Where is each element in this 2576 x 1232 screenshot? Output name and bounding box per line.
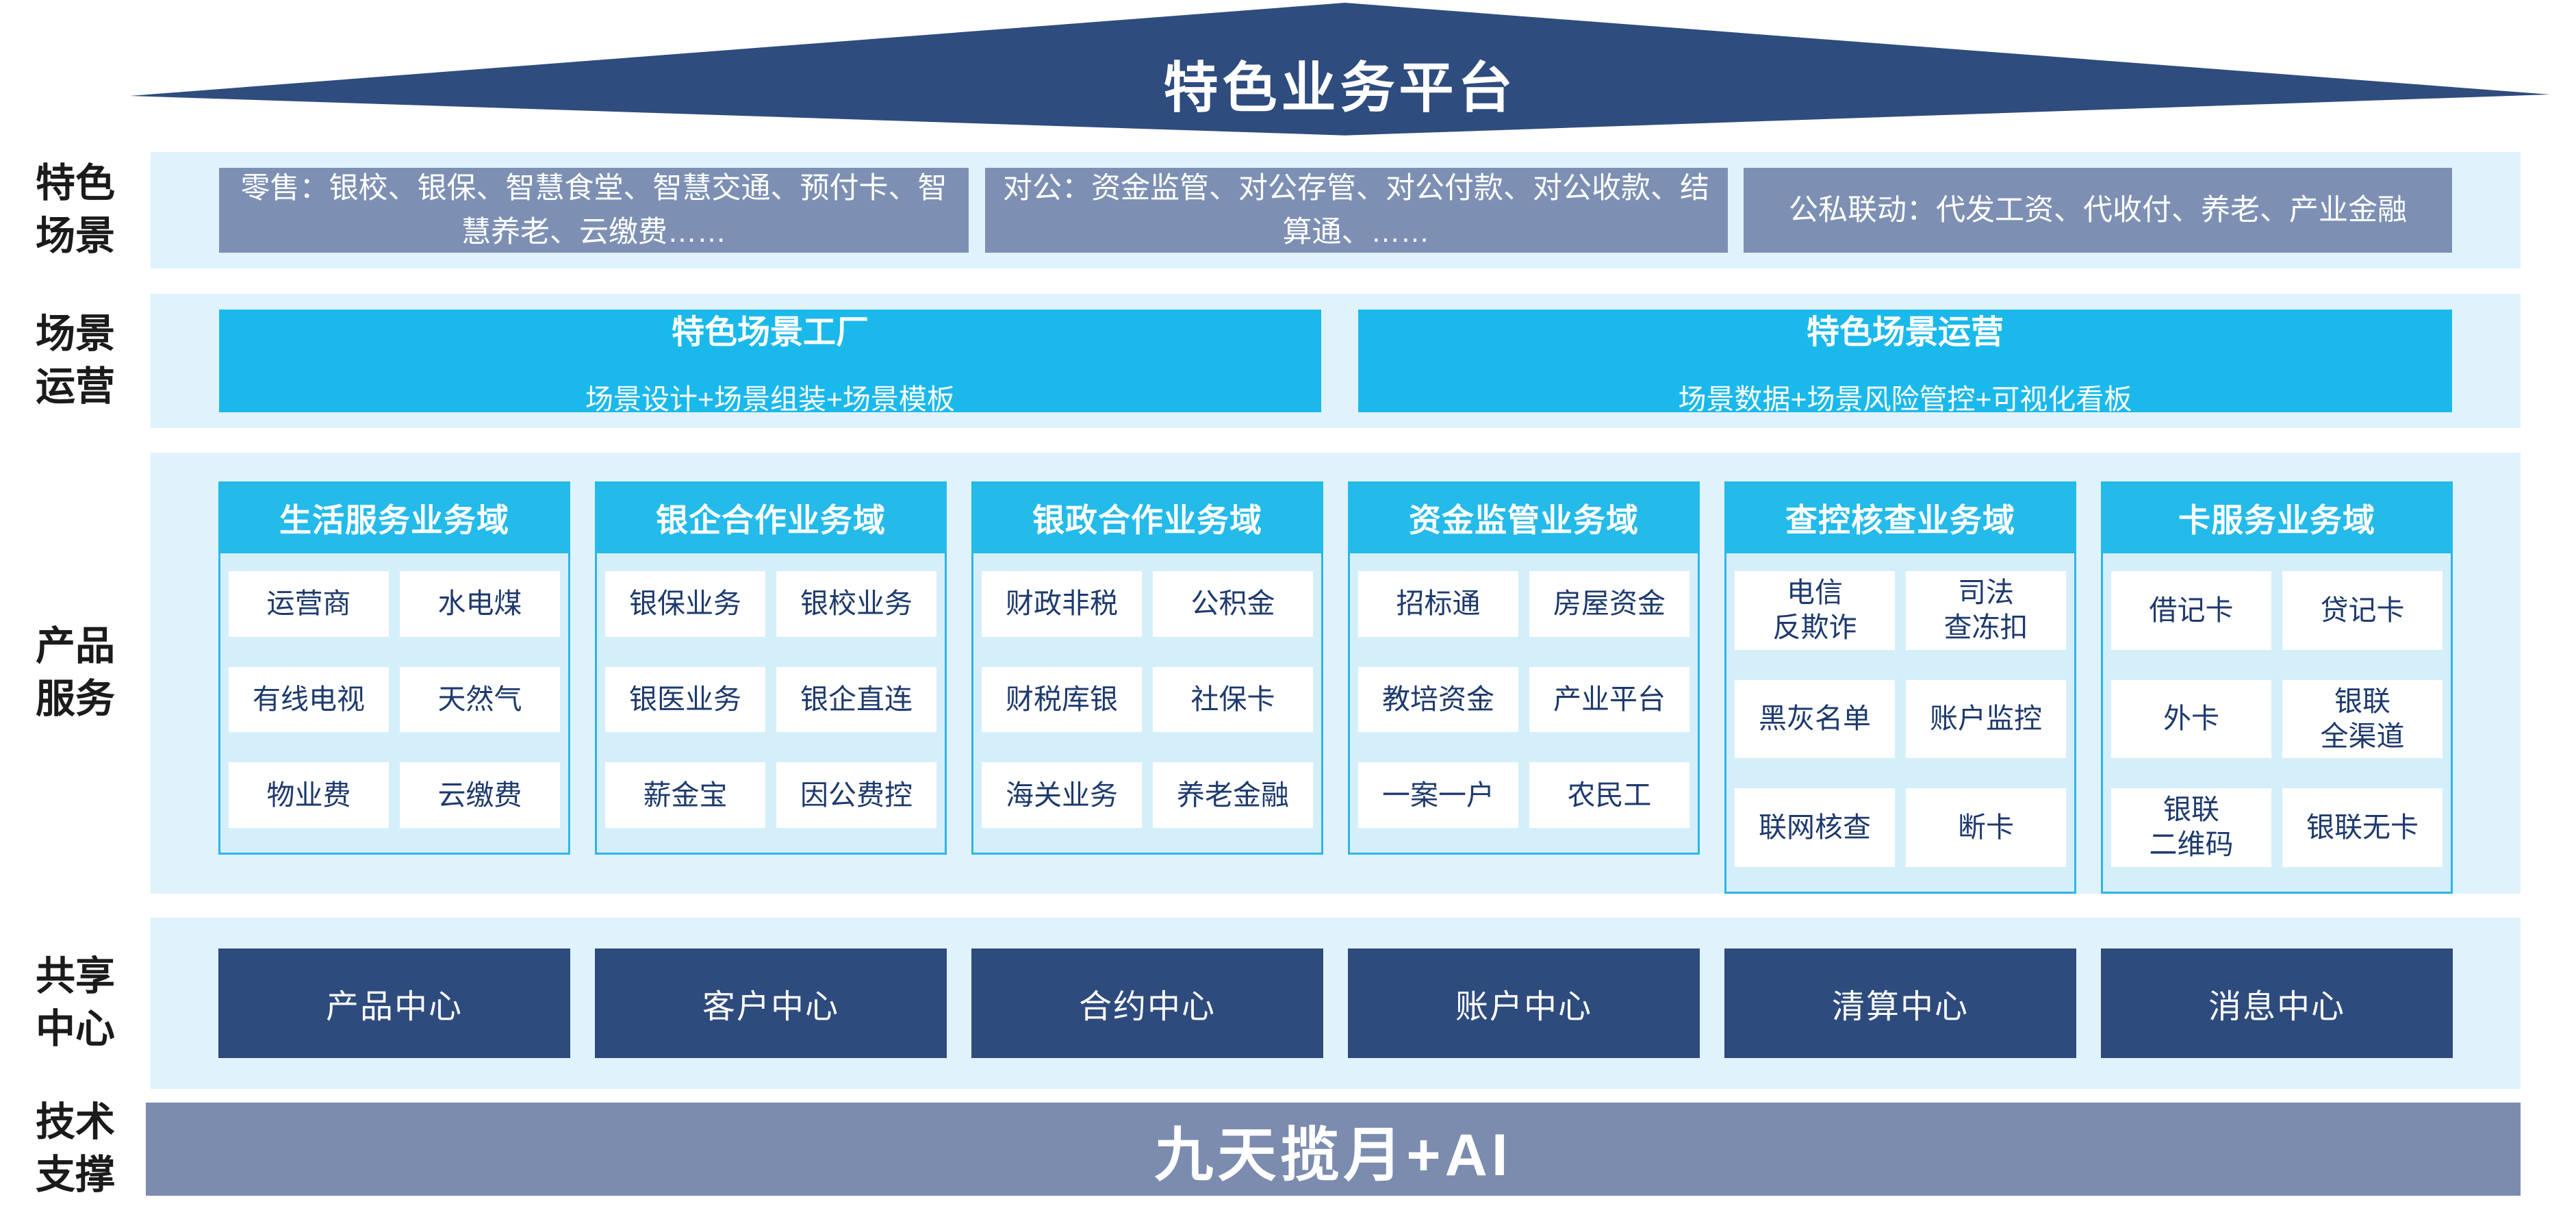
center-box-message: 消息中心 bbox=[2101, 948, 2453, 1058]
domain-cell: 财政非税 bbox=[982, 571, 1142, 637]
center-box-contract: 合约中心 bbox=[971, 948, 1323, 1058]
domain-cell: 银联 全渠道 bbox=[2282, 679, 2443, 758]
domain-cell: 司法 查冻扣 bbox=[1906, 571, 2066, 650]
domain-cell: 海关业务 bbox=[982, 762, 1142, 828]
domain-cell: 招标通 bbox=[1358, 571, 1518, 637]
domain-cell: 借记卡 bbox=[2111, 571, 2271, 650]
platform-title: 特色业务平台 bbox=[1163, 58, 1517, 118]
scene-operation-box: 特色场景运营 场景数据+场景风险管控+可视化看板 bbox=[1358, 310, 2452, 415]
products-band: 生活服务业务域 运营商 水电煤 有线电视 天然气 物业费 云缴费 银企合作业务域… bbox=[151, 453, 2521, 894]
domain-cell: 财税库银 bbox=[982, 666, 1142, 733]
domain-cell: 联网核查 bbox=[1735, 788, 1895, 867]
scene-operation-title: 特色场景运营 bbox=[1806, 314, 2004, 351]
domain-cell: 房屋资金 bbox=[1529, 571, 1689, 637]
domain-panel-life-services: 生活服务业务域 运营商 水电煤 有线电视 天然气 物业费 云缴费 bbox=[218, 481, 570, 855]
layer-label-scenes: 特色 场景 bbox=[35, 161, 115, 258]
operations-band: 特色场景工厂 场景设计+场景组装+场景模板 特色场景运营 场景数据+场景风险管控… bbox=[151, 294, 2521, 428]
domain-body: 电信 反欺诈 司法 查冻扣 黑灰名单 账户监控 联网核查 断卡 bbox=[1724, 553, 2076, 894]
domain-cell: 黑灰名单 bbox=[1735, 679, 1895, 758]
layer-label-operations: 场景 运营 bbox=[35, 312, 115, 409]
domain-cell: 电信 反欺诈 bbox=[1735, 571, 1895, 650]
domain-cell: 银联 二维码 bbox=[2111, 788, 2271, 867]
domain-cell: 薪金宝 bbox=[605, 762, 765, 828]
scene-factory-box: 特色场景工厂 场景设计+场景组装+场景模板 bbox=[219, 310, 1321, 415]
domain-panel-inquiry-control: 查控核查业务域 电信 反欺诈 司法 查冻扣 黑灰名单 账户监控 联网核查 断卡 bbox=[1724, 481, 2076, 894]
scene-box-corporate: 对公：资金监管、对公存管、对公付款、对公收款、结算通、…… bbox=[984, 168, 1728, 253]
shared-centers-band: 产品中心 客户中心 合约中心 账户中心 清算中心 消息中心 bbox=[151, 918, 2521, 1089]
tech-support-bar: 九天揽月+AI bbox=[146, 1103, 2521, 1196]
domain-cell: 因公费控 bbox=[776, 762, 936, 828]
domain-cell: 账户监控 bbox=[1906, 679, 2066, 758]
center-box-account: 账户中心 bbox=[1348, 948, 1700, 1058]
domain-cell: 教培资金 bbox=[1358, 666, 1518, 733]
domain-cell: 养老金融 bbox=[1153, 762, 1313, 828]
domain-body: 财政非税 公积金 财税库银 社保卡 海关业务 养老金融 bbox=[971, 553, 1323, 855]
domain-cell: 有线电视 bbox=[229, 666, 389, 733]
domain-cell: 运营商 bbox=[229, 571, 389, 637]
domain-header: 生活服务业务域 bbox=[218, 481, 570, 553]
domain-header: 银政合作业务域 bbox=[971, 481, 1323, 553]
domain-body: 银保业务 银校业务 银医业务 银企直连 薪金宝 因公费控 bbox=[595, 553, 947, 855]
domain-cell: 社保卡 bbox=[1153, 666, 1313, 733]
domain-cell: 银医业务 bbox=[605, 666, 765, 733]
domain-header: 查控核查业务域 bbox=[1724, 481, 2076, 553]
domain-body: 运营商 水电煤 有线电视 天然气 物业费 云缴费 bbox=[218, 553, 570, 855]
domain-panel-bank-government: 银政合作业务域 财政非税 公积金 财税库银 社保卡 海关业务 养老金融 bbox=[971, 481, 1323, 855]
domain-cell: 物业费 bbox=[229, 762, 389, 828]
domain-cell: 银校业务 bbox=[776, 571, 936, 637]
layer-label-products: 产品 服务 bbox=[35, 624, 115, 721]
domain-cell: 银企直连 bbox=[776, 666, 936, 733]
platform-roof-banner: 特色业务平台 bbox=[130, 3, 2550, 136]
scene-box-retail: 零售：银校、银保、智慧食堂、智慧交通、预付卡、智慧养老、云缴费…… bbox=[219, 168, 969, 253]
center-box-customer: 客户中心 bbox=[595, 948, 947, 1058]
layer-label-tech-support: 技术 支撑 bbox=[35, 1100, 115, 1197]
domain-cell: 云缴费 bbox=[400, 762, 560, 828]
domain-header: 银企合作业务域 bbox=[595, 481, 947, 553]
scene-operation-subtitle: 场景数据+场景风险管控+可视化看板 bbox=[1678, 384, 2132, 415]
domain-cell: 银保业务 bbox=[605, 571, 765, 637]
scene-factory-title: 特色场景工厂 bbox=[671, 314, 869, 351]
center-box-clearing: 清算中心 bbox=[1724, 948, 2076, 1058]
scene-factory-subtitle: 场景设计+场景组装+场景模板 bbox=[585, 384, 955, 415]
domain-cell: 贷记卡 bbox=[2282, 571, 2443, 650]
domain-panel-card-services: 卡服务业务域 借记卡 贷记卡 外卡 银联 全渠道 银联 二维码 银联无卡 bbox=[2101, 481, 2453, 894]
domain-body: 借记卡 贷记卡 外卡 银联 全渠道 银联 二维码 银联无卡 bbox=[2101, 553, 2453, 894]
domain-cell: 银联无卡 bbox=[2282, 788, 2443, 867]
domain-cell: 公积金 bbox=[1153, 571, 1313, 637]
domain-cell: 断卡 bbox=[1906, 788, 2066, 867]
domain-cell: 外卡 bbox=[2111, 679, 2271, 758]
domain-header: 卡服务业务域 bbox=[2101, 481, 2453, 553]
center-box-product: 产品中心 bbox=[218, 948, 570, 1058]
domain-cell: 一案一户 bbox=[1358, 762, 1518, 828]
domain-panel-fund-supervision: 资金监管业务域 招标通 房屋资金 教培资金 产业平台 一案一户 农民工 bbox=[1348, 481, 1700, 855]
domain-cell: 水电煤 bbox=[400, 571, 560, 637]
domain-cell: 天然气 bbox=[400, 666, 560, 733]
domain-header: 资金监管业务域 bbox=[1348, 481, 1700, 553]
domain-cell: 农民工 bbox=[1529, 762, 1689, 828]
domain-body: 招标通 房屋资金 教培资金 产业平台 一案一户 农民工 bbox=[1348, 553, 1700, 855]
domain-panel-bank-enterprise: 银企合作业务域 银保业务 银校业务 银医业务 银企直连 薪金宝 因公费控 bbox=[595, 481, 947, 855]
layer-label-shared-centers: 共享 中心 bbox=[35, 954, 115, 1051]
scene-box-public-private: 公私联动：代发工资、代收付、养老、产业金融 bbox=[1744, 168, 2452, 253]
scenes-band: 零售：银校、银保、智慧食堂、智慧交通、预付卡、智慧养老、云缴费…… 对公：资金监… bbox=[151, 152, 2521, 268]
domain-cell: 产业平台 bbox=[1529, 666, 1689, 733]
